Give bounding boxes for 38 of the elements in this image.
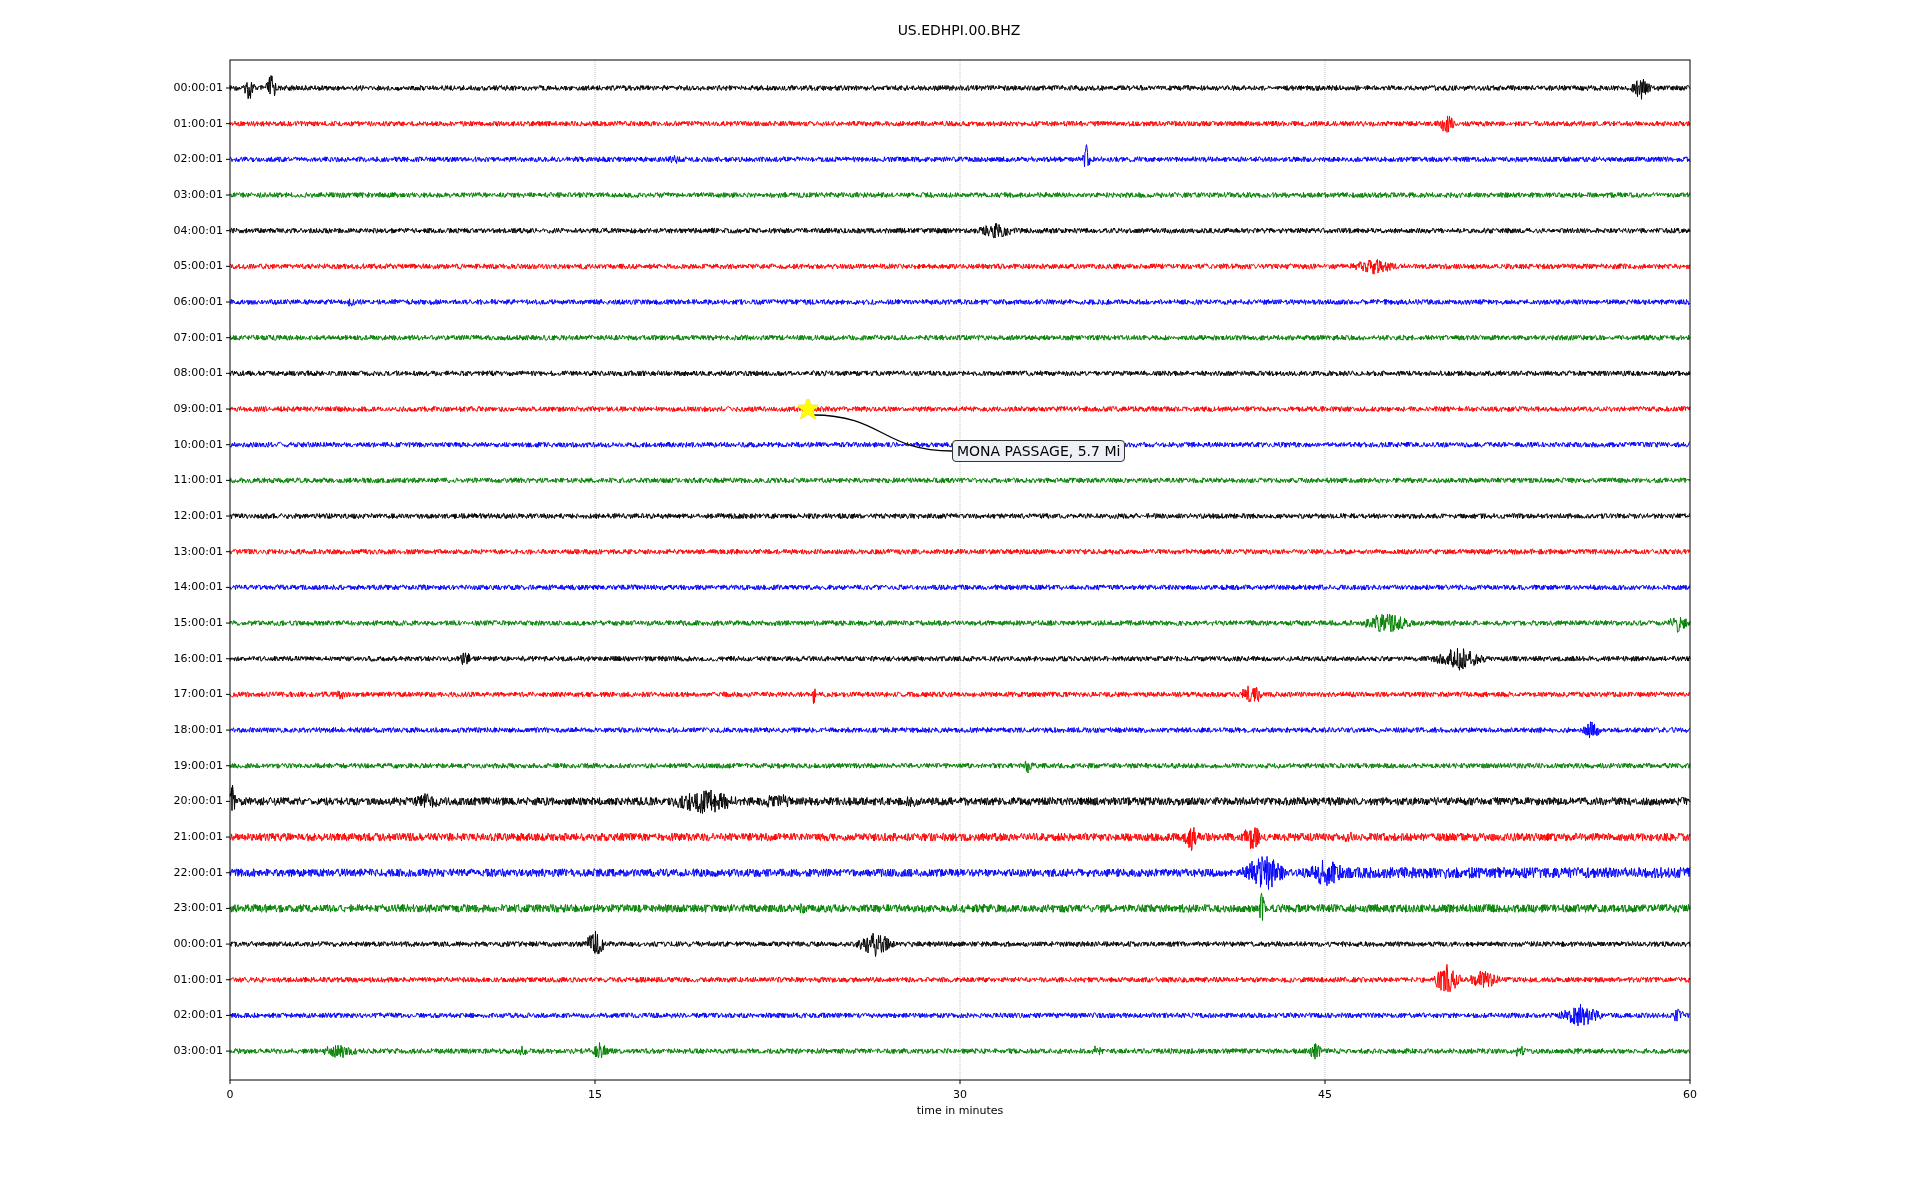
hour-label: 01:00:01 bbox=[173, 972, 223, 986]
hour-label: 07:00:01 bbox=[173, 330, 223, 344]
leader-line bbox=[812, 414, 953, 452]
hour-label: 03:00:01 bbox=[173, 1044, 223, 1058]
hour-label: 04:00:01 bbox=[173, 223, 223, 237]
hour-label: 05:00:01 bbox=[173, 259, 223, 273]
hour-label: 23:00:01 bbox=[173, 901, 223, 915]
hour-label: 09:00:01 bbox=[173, 402, 223, 415]
hour-label: 03:00:01 bbox=[173, 188, 223, 201]
axis-title: time in minutes bbox=[916, 1104, 1004, 1117]
hour-label: 19:00:01 bbox=[173, 758, 223, 772]
star-marker bbox=[798, 399, 818, 419]
chart-title: US.EDHPI.00.BHZ bbox=[897, 22, 1021, 38]
hour-label: 13:00:01 bbox=[173, 544, 223, 558]
hour-label: 15:00:01 bbox=[173, 616, 223, 630]
hour-label: 01:00:01 bbox=[173, 116, 223, 130]
tick-label: 30 bbox=[953, 1088, 967, 1101]
hour-label: 22:00:01 bbox=[173, 865, 223, 879]
hour-label: 00:00:01 bbox=[173, 81, 223, 94]
hour-label: 21:00:01 bbox=[173, 830, 223, 844]
hour-label: 18:00:01 bbox=[173, 723, 223, 737]
hour-label: 14:00:01 bbox=[173, 580, 223, 594]
tick-label: 45 bbox=[1318, 1088, 1332, 1101]
tick-label: 0 bbox=[226, 1088, 234, 1101]
hour-label: 02:00:01 bbox=[173, 1008, 223, 1022]
hour-label: 16:00:01 bbox=[173, 651, 223, 665]
tick-label: 60 bbox=[1683, 1088, 1697, 1101]
hour-label: 10:00:01 bbox=[173, 437, 223, 451]
tick-label: 15 bbox=[588, 1088, 602, 1101]
hour-label: 12:00:01 bbox=[173, 509, 223, 523]
hour-label: 02:00:01 bbox=[173, 152, 223, 166]
hour-label: 20:00:01 bbox=[173, 794, 223, 808]
hour-label: 11:00:01 bbox=[173, 473, 223, 487]
hour-label: 06:00:01 bbox=[173, 295, 223, 308]
annotation-box: MONA PASSAGE, 5.7 Mi bbox=[952, 440, 1126, 462]
hour-label: 00:00:01 bbox=[173, 937, 223, 951]
hour-label: 17:00:01 bbox=[173, 687, 223, 701]
hour-label: 08:00:01 bbox=[173, 366, 223, 380]
